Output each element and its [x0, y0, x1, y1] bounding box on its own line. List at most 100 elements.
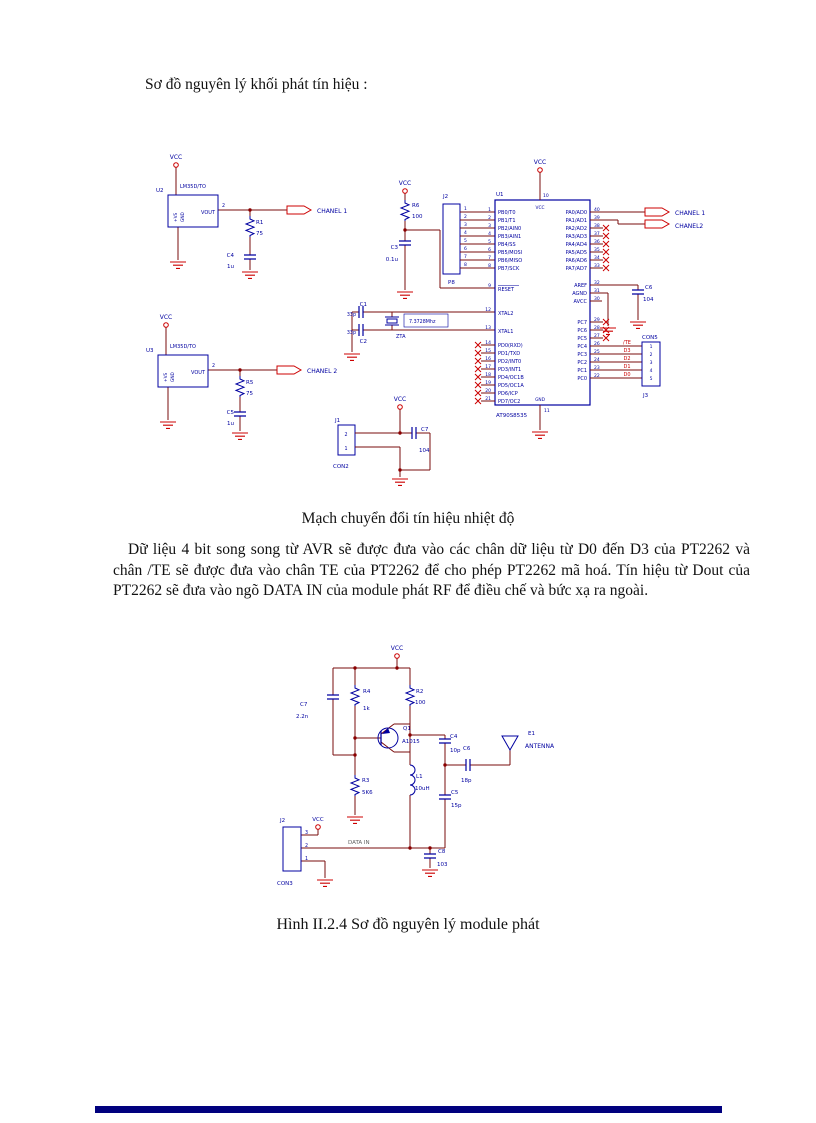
- resistor-r3: [350, 774, 360, 797]
- no-connect-x: [474, 389, 482, 397]
- sensor-u2-block: [167, 162, 312, 279]
- junction-dot: [428, 846, 432, 850]
- schematic-label: 32: [594, 280, 600, 286]
- junction-dot: [248, 208, 252, 212]
- schematic-label: 5: [464, 238, 467, 244]
- schematic-label: PC5: [577, 336, 587, 342]
- schematic-label: C2: [360, 339, 367, 345]
- schematic-label: ZTA: [396, 334, 406, 340]
- vcc-symbol: [315, 824, 321, 830]
- sensor-part-number: LM35D/TO: [170, 344, 196, 350]
- schematic-label: PB4/SS: [498, 242, 516, 248]
- schematic-label: C4: [227, 253, 235, 259]
- schematic-label: 33p: [347, 312, 356, 318]
- no-connect-x: [602, 256, 610, 264]
- vcc-symbol: [537, 167, 543, 173]
- capacitor-c6: [631, 289, 645, 295]
- schematic-label: PD2/INT0: [498, 359, 521, 365]
- wires: [301, 658, 511, 878]
- capacitor-c6: [465, 758, 471, 772]
- resistor-r1: [245, 215, 255, 238]
- schematic-label: PA1/AD1: [566, 218, 587, 224]
- schematic-label: 34: [594, 255, 600, 261]
- schematic-label: 31: [594, 288, 600, 294]
- schematic-label: 30: [594, 296, 600, 302]
- schematic-label: L1: [416, 774, 423, 780]
- capacitor-c8: [423, 853, 437, 859]
- schematic-label: 33: [594, 263, 600, 269]
- schematic-label: PC3: [577, 352, 587, 358]
- schematic-label: PA0/AD0: [566, 210, 587, 216]
- connector-j2-body: [442, 203, 461, 275]
- resistor-r2: [405, 684, 415, 707]
- channel2-port-icon: [644, 219, 670, 229]
- schematic-label: 1: [305, 856, 308, 862]
- schematic-label: PC0: [577, 376, 587, 382]
- header-j2: [442, 203, 495, 275]
- schematic-label: C7: [300, 702, 308, 708]
- schematic-label: 16: [485, 356, 491, 362]
- connector-j2-con3-body: [282, 826, 302, 872]
- ground-symbol: [316, 879, 334, 887]
- schematic-label: C5: [451, 790, 459, 796]
- antenna-icon: [501, 735, 519, 752]
- schematic-label: PB2/AIN0: [498, 226, 521, 232]
- vcc-symbol: [397, 404, 403, 410]
- schematic-label: D1: [623, 364, 630, 370]
- crystal-label-box: [403, 313, 449, 328]
- schematic-label: 28: [594, 325, 600, 331]
- schematic-label: VCC: [312, 817, 324, 823]
- schematic-label: PD7/OC2: [498, 399, 520, 405]
- schematic-label: 26: [594, 341, 600, 347]
- no-connect-x: [602, 232, 610, 240]
- schematic-label: 33p: [347, 330, 356, 336]
- junction-dot: [408, 733, 412, 737]
- crystal-frequency: 7.3728Mhz: [409, 319, 436, 325]
- schematic-label: VCC: [170, 154, 182, 161]
- capacitor-c3: [398, 240, 412, 246]
- schematic-label: U1: [496, 192, 504, 198]
- schematic-label: 2: [464, 214, 467, 220]
- junction-dot: [353, 753, 357, 757]
- ground-symbol: [396, 291, 414, 299]
- schematic-label: 100: [415, 700, 426, 706]
- schematic-label: R6: [412, 203, 420, 209]
- wires: [460, 211, 495, 269]
- junction-dot: [353, 736, 357, 740]
- channel1-label: CHANEL 1: [675, 210, 705, 217]
- vcc-symbol: [163, 322, 169, 328]
- schematic-label: PB7/SCK: [498, 266, 520, 272]
- schematic-label: 18p: [461, 778, 472, 784]
- schematic-label: 20: [485, 388, 491, 394]
- schematic-label: AGND: [572, 291, 587, 297]
- crystal-plates: [385, 316, 399, 326]
- schematic-label: PA2/AD2: [566, 226, 587, 232]
- schematic-label: +VS: [163, 372, 169, 382]
- rf-stage: [282, 653, 519, 887]
- channel1-port-icon: [286, 205, 312, 215]
- schematic-label: 7: [488, 255, 491, 261]
- schematic-label: PC4: [577, 344, 587, 350]
- ground-symbol: [159, 421, 177, 429]
- schematic-label: CON5: [642, 335, 658, 341]
- no-connect-x: [474, 365, 482, 373]
- no-connect-x: [602, 248, 610, 256]
- schematic-label: PB5/MOSI: [498, 250, 522, 256]
- capacitor-c2: [358, 323, 364, 337]
- no-connect-x: [474, 397, 482, 405]
- schematic-label: 18: [485, 372, 491, 378]
- schematic1-caption: Mạch chuyển đổi tín hiệu nhiệt độ: [301, 510, 515, 527]
- schematic-label: VCC: [160, 314, 172, 321]
- reset-rc-network: [396, 188, 495, 299]
- schematic-label: VCC: [534, 159, 546, 166]
- wires: [175, 167, 287, 270]
- schematic-label: 4: [650, 368, 653, 374]
- schematic-label: PA6/AD6: [566, 258, 587, 264]
- schematic-label: 39: [594, 215, 600, 221]
- schematic-label: 36: [594, 239, 600, 245]
- schematic-label: PA3/AD3: [566, 234, 587, 240]
- schematic-label: PC6: [577, 328, 587, 334]
- ground-symbol: [421, 869, 439, 877]
- schematic-label: C3: [391, 245, 399, 251]
- wires: [351, 311, 495, 352]
